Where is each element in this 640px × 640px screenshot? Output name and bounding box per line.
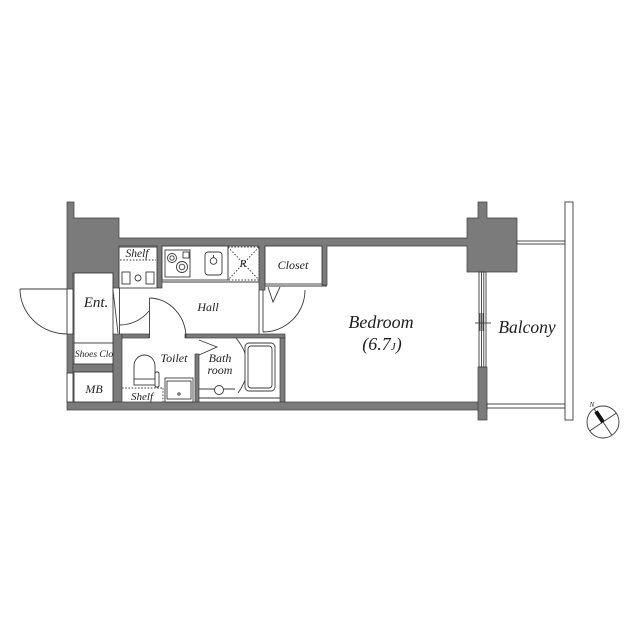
burner-icon [176, 261, 188, 273]
bedroom-door-swing [262, 289, 306, 333]
bedroom-window [478, 271, 487, 368]
left-wall-lower [66, 333, 74, 374]
balcony-rail-bottom [486, 403, 566, 409]
toilet-label: Toilet [161, 351, 189, 365]
closet-area [264, 245, 327, 304]
north-label: N [589, 401, 595, 409]
inner-door-swing [119, 310, 150, 326]
toilet-door-swing [149, 297, 187, 339]
hall-label: Hall [196, 300, 219, 314]
burner-icon [167, 253, 177, 263]
compass-icon: N [586, 401, 620, 439]
window [475, 271, 491, 368]
entrance-toilet-divider [112, 333, 123, 403]
entrance-floor [73, 272, 114, 344]
shelf-label: Shelf [126, 248, 151, 260]
hall-bottom-wall-left [121, 333, 150, 339]
balcony-label: Balcony [498, 317, 556, 337]
closet-door-marker [267, 286, 281, 304]
balcony-rail-outer [564, 201, 574, 421]
meter-box [73, 371, 114, 403]
bath-door-marker [198, 339, 219, 356]
balcony-side-wall [477, 366, 488, 421]
toilet-shelf-label: Shelf [131, 391, 155, 403]
bath-faucet [214, 385, 224, 395]
bedroom-area: (6.7J) [362, 334, 401, 355]
balcony-rail-top [516, 240, 566, 245]
refrigerator-label: R [239, 258, 247, 270]
bottom-wall [66, 401, 488, 411]
toilet-bath-divider [194, 353, 200, 403]
shelf-cabinet [118, 246, 158, 289]
shoes-closet-label: Shoes Clo [75, 350, 114, 360]
bath-right-wall [279, 337, 286, 403]
closet-label: Closet [278, 258, 309, 272]
bathroom-label-line1: Bath [209, 351, 232, 365]
bedroom-area-unit: J [391, 341, 397, 353]
room-labels: Ent. Shoes Clo MB Shelf R Closet Hall To… [75, 248, 556, 403]
toilet-tank [133, 378, 158, 386]
entrance-label: Ent. [83, 295, 109, 311]
bedroom-area-close: ) [395, 334, 402, 355]
bathroom-label-line2: room [208, 363, 233, 377]
entrance-area [19, 272, 150, 403]
walls [66, 201, 518, 421]
meter-box-door [66, 372, 74, 403]
kitchen-sink [204, 251, 223, 276]
step-line [112, 289, 119, 334]
toilet-room [122, 297, 194, 403]
entrance-door-swing [19, 288, 68, 335]
toilet-sink [164, 377, 194, 403]
shoes-mb-divider [72, 363, 114, 373]
bedroom-door [258, 289, 306, 334]
toilet-bowl [133, 354, 156, 381]
bedroom-area-value: (6.7 [362, 334, 391, 355]
bedroom-label: Bedroom [348, 312, 413, 332]
bathtub [244, 342, 276, 392]
shoes-closet [73, 342, 114, 365]
kitchen [161, 245, 260, 283]
balcony-railings [486, 201, 574, 421]
north-pointer [594, 410, 605, 424]
closet [264, 245, 323, 285]
meter-box-label: MB [84, 382, 103, 396]
hall-bottom-wall-right [184, 333, 286, 339]
bathroom [198, 337, 280, 399]
